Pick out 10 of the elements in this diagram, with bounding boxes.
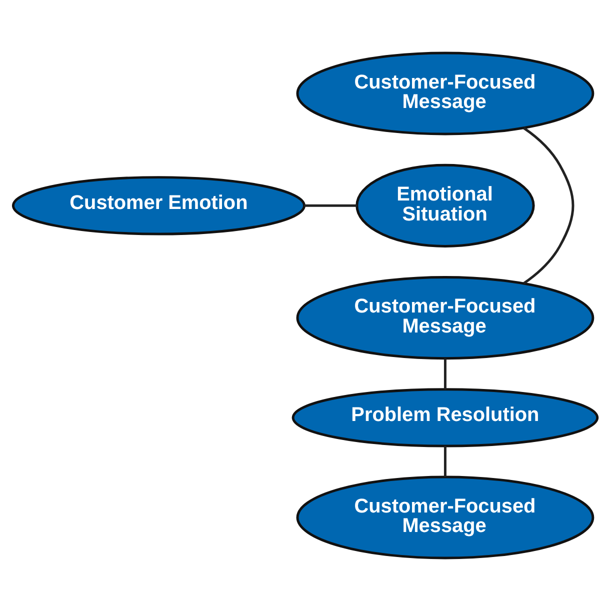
node-ellipse: Customer-Focused Message (296, 276, 594, 360)
connector (523, 127, 574, 284)
node-ellipse: Customer-Focused Message (296, 52, 594, 136)
node-ellipse: Emotional Situation (356, 164, 535, 248)
connector (444, 358, 446, 390)
node-ellipse: Customer-Focused Message (296, 476, 594, 560)
node-ellipse: Customer Emotion (12, 176, 306, 236)
connector (304, 204, 358, 207)
node-ellipse: Problem Resolution (292, 388, 599, 448)
connector (444, 446, 446, 477)
